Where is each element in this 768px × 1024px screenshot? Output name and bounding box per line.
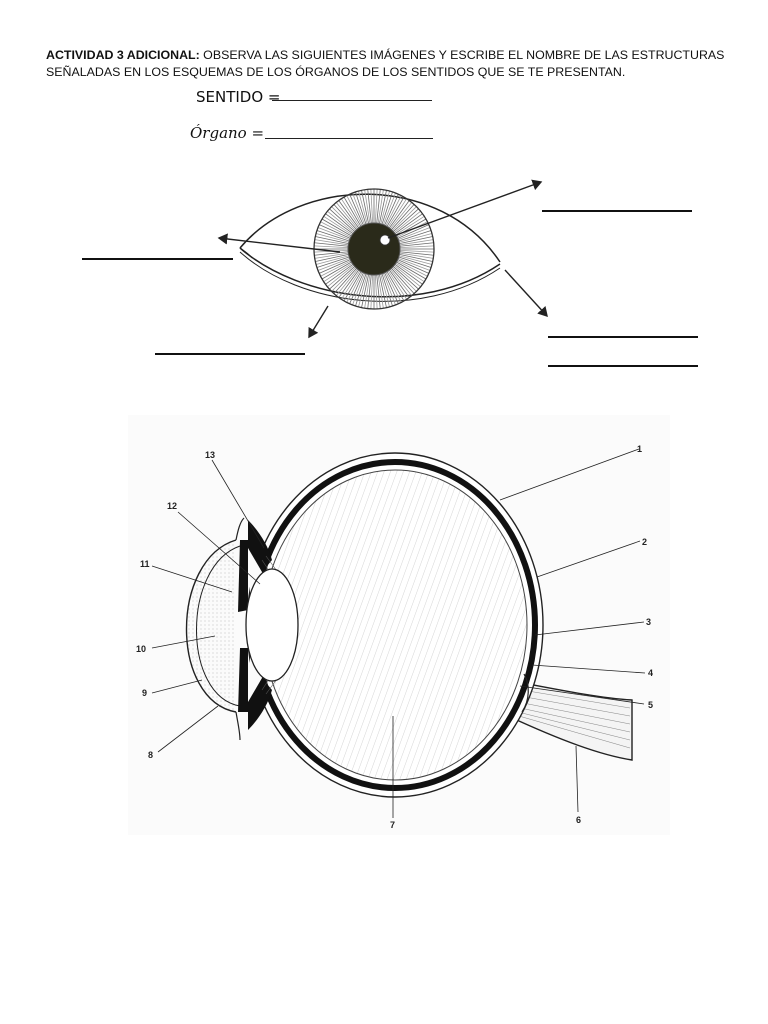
upper-eyelid xyxy=(239,193,501,263)
sentido-answer-line[interactable] xyxy=(272,100,432,101)
upper-eyelid-tip xyxy=(235,517,245,541)
activity-text: OBSERVA LAS SIGUIENTES IMÁGENES Y ESCRIB… xyxy=(46,48,725,79)
pointer-arrow-pupil xyxy=(387,179,543,239)
iris-upper xyxy=(238,540,248,612)
iris-lower xyxy=(238,648,248,712)
label-11: 11 xyxy=(140,559,150,569)
organo-label: Órgano = xyxy=(190,124,265,142)
pointer-arrow-lower-lid xyxy=(308,305,329,339)
retina xyxy=(262,469,528,781)
label-10: 10 xyxy=(136,644,146,654)
lower-eyelid-rim xyxy=(239,251,501,302)
ciliary-body-upper xyxy=(248,520,272,572)
label-2: 2 xyxy=(642,537,647,547)
ciliary-body-lower xyxy=(248,678,272,730)
pointer-arrow-iris xyxy=(217,233,341,253)
label-8: 8 xyxy=(148,750,153,760)
pupil-highlight xyxy=(379,234,391,246)
label-7: 7 xyxy=(390,820,395,830)
cornea xyxy=(185,539,237,713)
label-9: 9 xyxy=(142,688,147,698)
label-6: 6 xyxy=(576,815,581,825)
organo-answer-line[interactable] xyxy=(265,138,433,139)
optic-disc xyxy=(521,673,529,713)
sentido-label: SENTIDO = xyxy=(196,88,281,106)
lens xyxy=(245,568,299,682)
lower-eyelid xyxy=(239,247,501,298)
pupil xyxy=(347,222,401,276)
label-leader-lines xyxy=(151,448,646,818)
label-13: 13 xyxy=(205,450,215,460)
activity-instructions: ACTIVIDAD 3 ADICIONAL: OBSERVA LAS SIGUI… xyxy=(46,47,736,80)
external-eye-diagram xyxy=(82,179,698,367)
label-3: 3 xyxy=(646,617,651,627)
lower-eyelid-tip xyxy=(235,711,241,741)
cornea-inner xyxy=(196,545,241,707)
label-12: 12 xyxy=(167,501,177,511)
label-1: 1 xyxy=(637,444,642,454)
activity-title: ACTIVIDAD 3 ADICIONAL: xyxy=(46,48,200,62)
label-5: 5 xyxy=(648,700,653,710)
eye-cross-section-diagram: 1 2 3 4 5 6 7 8 9 10 11 12 13 xyxy=(128,415,670,835)
optic-nerve-fibers xyxy=(511,689,631,749)
label-4: 4 xyxy=(648,668,653,678)
pointer-arrow-lacrimal xyxy=(504,269,548,318)
optic-nerve xyxy=(507,681,633,761)
lacrimal-corner xyxy=(239,247,253,259)
